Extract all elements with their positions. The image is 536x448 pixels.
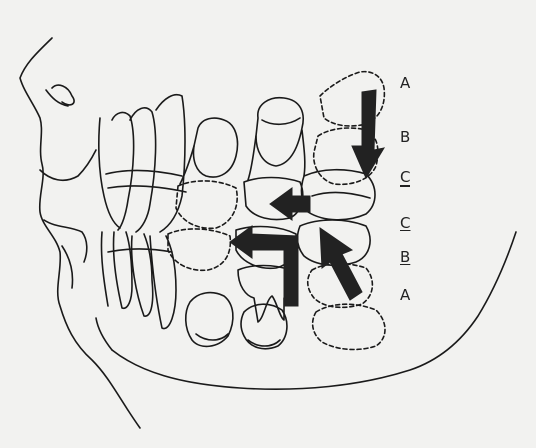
mouth-corner (52, 85, 74, 105)
lower-incisor-2 (113, 232, 132, 308)
lower-lip (44, 220, 87, 262)
face-profile-outline (20, 38, 140, 428)
lower-premolar-bud-1 (186, 293, 233, 347)
upper-deciduous-dashed (176, 181, 237, 228)
label-upper-C: C (400, 170, 410, 187)
occlusal-molar-C-upper (301, 170, 375, 220)
lower-incisor-1 (101, 232, 108, 306)
lower-molar-A (313, 304, 385, 349)
lower-deciduous-dashed (168, 229, 230, 270)
label-upper-B: B (400, 130, 410, 145)
arrow-down-upper (352, 90, 384, 178)
upper-permanent-premolar (256, 98, 303, 166)
label-lower-B: B (400, 250, 410, 265)
label-lower-A: A (400, 288, 410, 303)
lower-incisor-3 (132, 234, 153, 316)
arrow-left-upper (270, 188, 310, 220)
upper-canine (156, 95, 185, 232)
upper-deciduous-molar-1 (194, 118, 238, 177)
arrow-diagonal-lower (320, 228, 362, 300)
upper-lip (40, 150, 96, 180)
label-upper-A: A (400, 76, 410, 91)
label-lower-C: C (400, 216, 410, 231)
